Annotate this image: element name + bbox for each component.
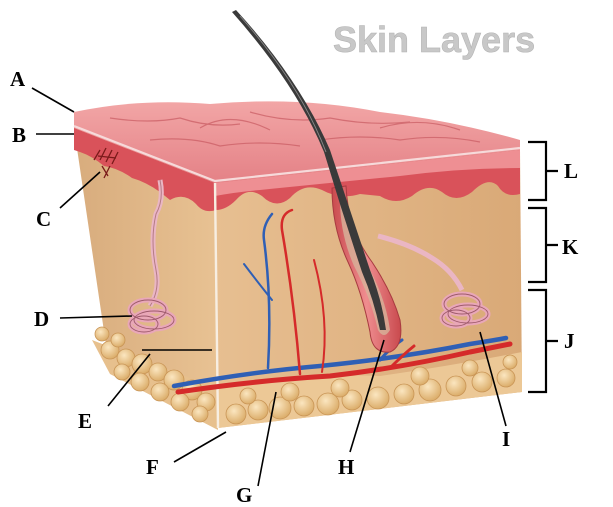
label-e: E	[78, 409, 92, 433]
bracket-epidermis	[528, 142, 558, 200]
label-a: A	[10, 67, 26, 91]
label-j: J	[564, 329, 575, 353]
label-b: B	[12, 123, 26, 147]
label-f: F	[146, 455, 159, 479]
label-h: H	[338, 455, 354, 479]
leader-a	[32, 88, 74, 112]
label-d: D	[34, 307, 49, 331]
label-c: C	[36, 207, 51, 231]
label-i: I	[502, 427, 510, 451]
leader-f	[174, 432, 226, 462]
label-l: L	[564, 159, 578, 183]
bracket-dermis	[528, 208, 558, 282]
diagram-title: Skin Layers	[333, 19, 535, 60]
label-g: G	[236, 483, 252, 507]
label-k: K	[562, 235, 579, 259]
bracket-hypodermis	[528, 290, 558, 392]
